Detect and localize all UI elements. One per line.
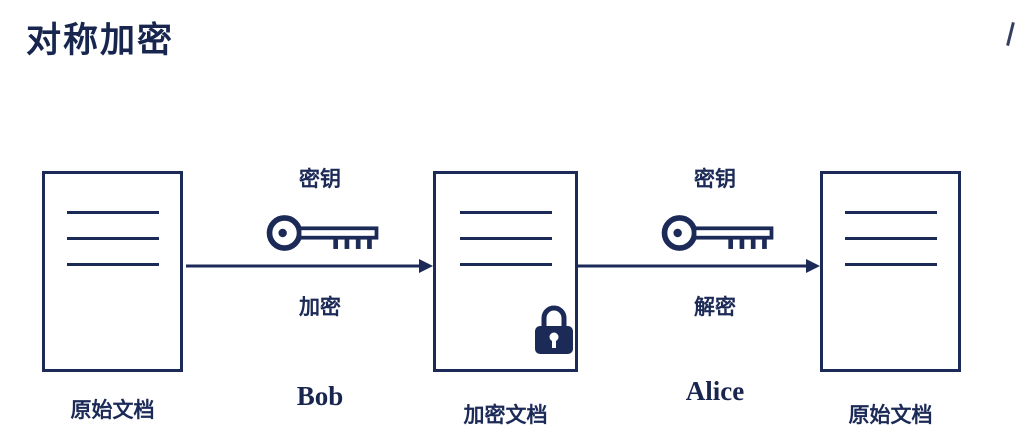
text-line bbox=[459, 237, 552, 240]
text-line bbox=[66, 263, 159, 266]
key-icon bbox=[661, 215, 774, 251]
edge-artifact bbox=[1006, 21, 1015, 47]
action-label-decrypt: 解密 bbox=[694, 296, 736, 319]
document-box-encrypted bbox=[433, 171, 578, 372]
key-label-right: 密钥 bbox=[694, 168, 736, 191]
key-icon bbox=[266, 215, 379, 251]
actor-label-bob: Bob bbox=[296, 381, 344, 411]
document-label-original-left: 原始文档 bbox=[70, 399, 155, 422]
text-line bbox=[66, 237, 159, 240]
actor-label-alice: Alice bbox=[685, 376, 745, 406]
lock-icon bbox=[535, 305, 573, 354]
decrypt-arrow bbox=[578, 259, 820, 273]
document-label-original-right: 原始文档 bbox=[848, 404, 933, 427]
document-text-lines bbox=[436, 174, 575, 266]
document-label-encrypted: 加密文档 bbox=[463, 404, 548, 427]
document-text-lines bbox=[823, 174, 958, 266]
text-line bbox=[459, 263, 552, 266]
text-line bbox=[66, 211, 159, 214]
text-line bbox=[459, 211, 552, 214]
action-label-encrypt: 加密 bbox=[299, 296, 341, 319]
text-line bbox=[844, 211, 937, 214]
document-box-original-left bbox=[42, 171, 183, 372]
encrypt-arrow bbox=[186, 259, 433, 273]
document-text-lines bbox=[45, 174, 180, 266]
text-line bbox=[844, 237, 937, 240]
document-box-original-right bbox=[820, 171, 961, 372]
page-title: 对称加密 bbox=[26, 21, 175, 60]
key-label-left: 密钥 bbox=[299, 168, 341, 191]
text-line bbox=[844, 263, 937, 266]
